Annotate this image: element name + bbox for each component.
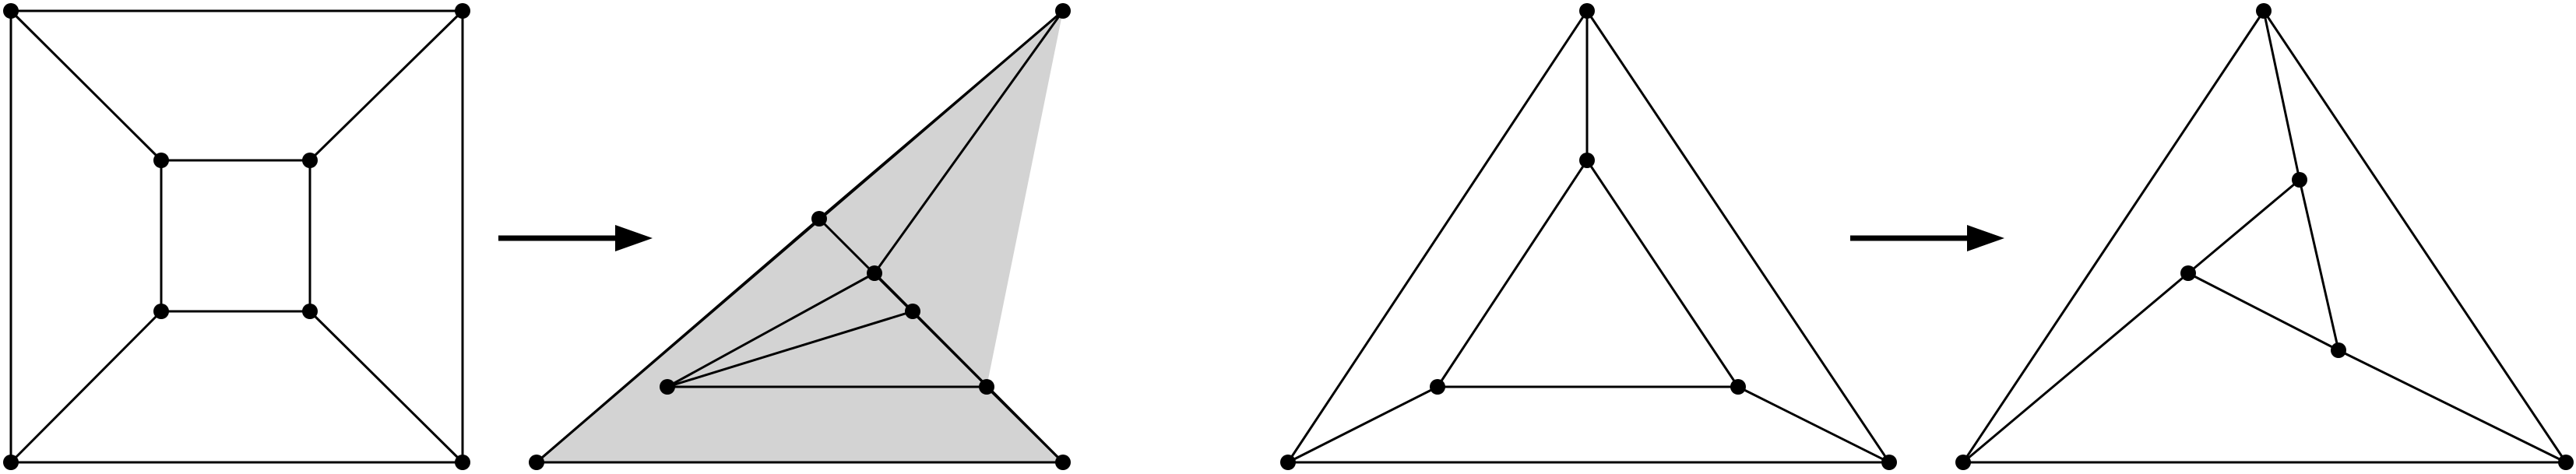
graph-vertex [2256, 3, 2272, 19]
graph-vertex [1055, 455, 1071, 470]
graph-vertex [660, 379, 675, 395]
graph-vertex [1955, 455, 1971, 470]
graph-edge [2187, 178, 2301, 275]
graph-vertex [2331, 342, 2346, 358]
graph-vertex [1579, 153, 1595, 168]
graph-edge [2298, 178, 2340, 352]
graph-edge [818, 217, 1065, 464]
prism-graph [1280, 3, 1897, 470]
graph-vertex [302, 304, 318, 319]
graph-vertex [455, 3, 470, 19]
prism-graph-transformed [1955, 3, 2574, 470]
graph-edge [308, 310, 464, 464]
graph-vertex [867, 265, 882, 281]
arrow-head [615, 225, 653, 251]
graph-edge [9, 9, 163, 162]
arrow-head [1967, 225, 2004, 251]
graph-vertex [153, 304, 169, 319]
graph-edge [1585, 9, 1891, 464]
graph-vertex [2558, 455, 2574, 470]
transform-arrow-1 [498, 225, 653, 251]
graph-edge [9, 310, 163, 464]
graph-edge [2187, 272, 2340, 352]
graph-edge [666, 310, 914, 388]
graph-vertex [302, 153, 318, 168]
graph-edge [1737, 385, 1891, 464]
graph-vertex [1430, 379, 1445, 395]
graph-edge [1962, 9, 2265, 464]
graph-vertex [1280, 455, 1296, 470]
graph-edge [2337, 349, 2567, 464]
graph-vertex [1579, 3, 1595, 19]
cube-graph-transformed [529, 3, 1071, 470]
graph-edge [1585, 159, 1740, 388]
graph-vertex [811, 211, 827, 226]
graph-vertex [2292, 172, 2307, 188]
graph-vertex [905, 304, 920, 319]
graph-vertex [455, 455, 470, 470]
graph-edge [1436, 159, 1589, 388]
graph-vertex [1730, 379, 1746, 395]
graph-vertex [979, 379, 994, 395]
graph-vertex [3, 3, 19, 19]
graph-vertex [529, 455, 544, 470]
graph-vertex [1055, 3, 1071, 19]
transform-arrow-2 [1850, 225, 2004, 251]
graph-edge [2262, 9, 2567, 464]
graph-edge [666, 272, 876, 388]
graph-edge [873, 9, 1065, 275]
graph-vertex [3, 455, 19, 470]
graph-edge [535, 9, 1065, 464]
graph-edge [1286, 9, 1589, 464]
graph-edge [1286, 385, 1439, 464]
cube-graph [3, 3, 470, 470]
graph-edge [308, 9, 464, 162]
graph-vertex [1881, 455, 1897, 470]
graph-edge [1962, 272, 2190, 464]
graph-vertex [153, 153, 169, 168]
graph-vertex [2180, 265, 2196, 281]
graph-edge [2262, 9, 2301, 181]
